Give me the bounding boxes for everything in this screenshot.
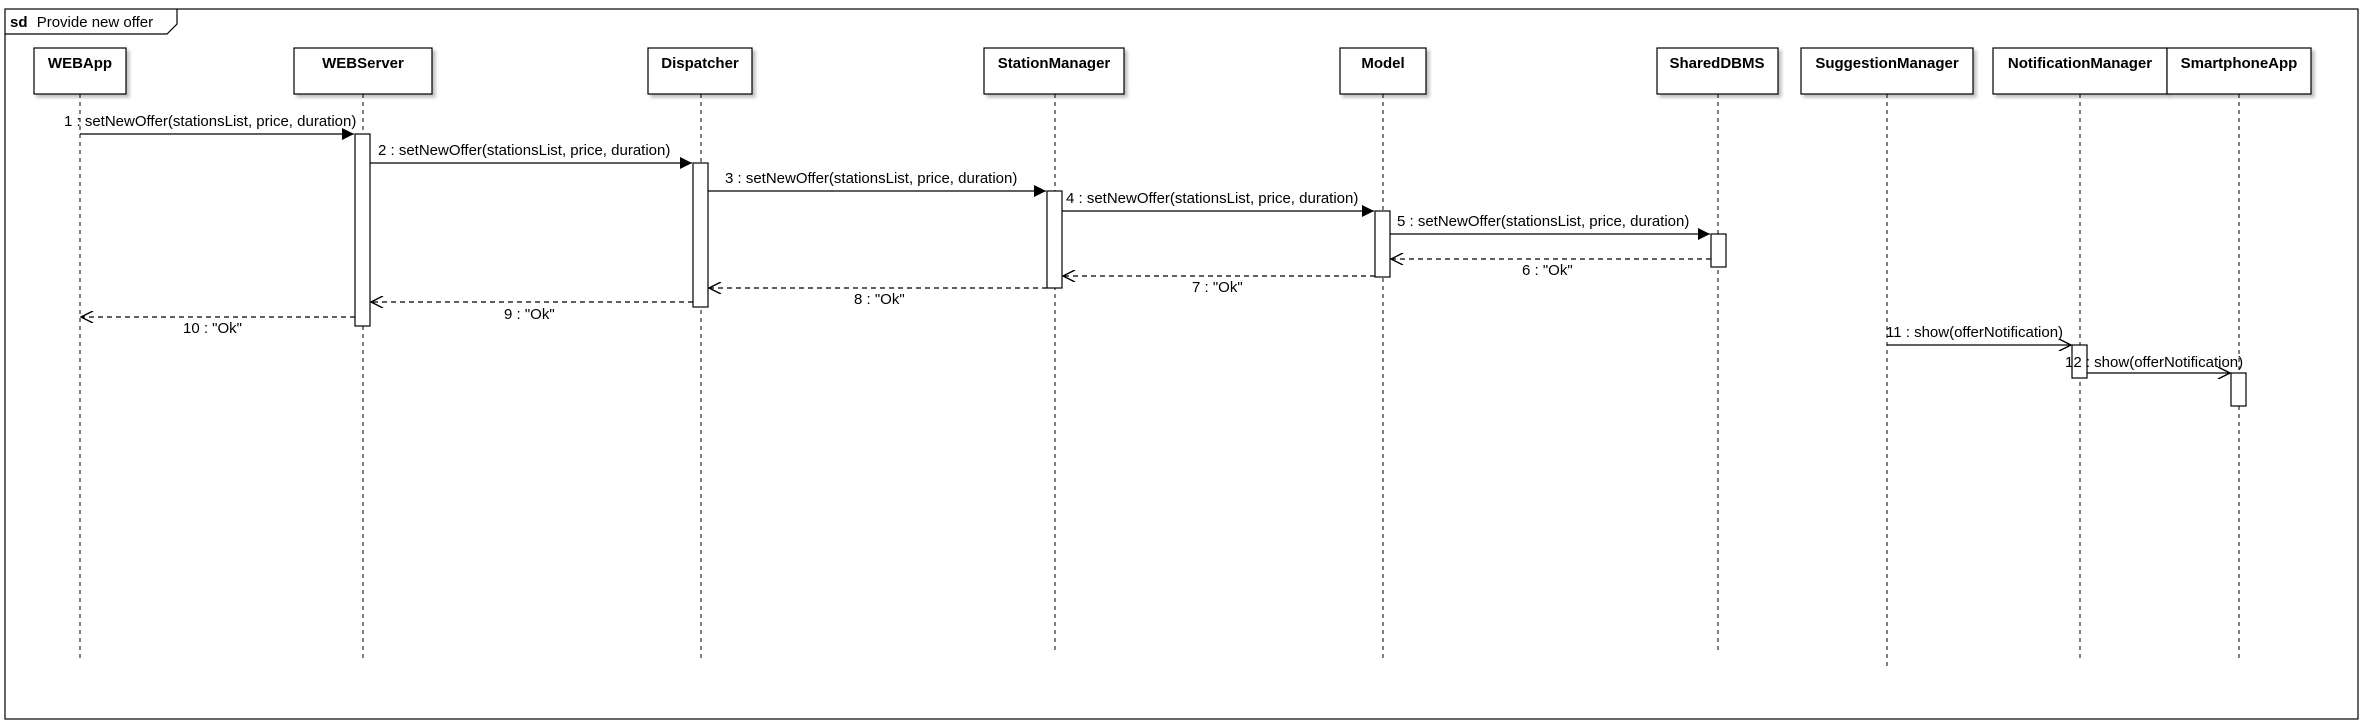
message-7-label: 7 : "Ok" — [1192, 279, 1243, 296]
message-12-label: 12 : show(offerNotification) — [2065, 354, 2243, 371]
lifeline-webserver: WEBServer — [293, 47, 433, 662]
lifeline-dispatcher-name: Dispatcher — [661, 55, 739, 72]
lifeline-shareddbms-name: SharedDBMS — [1669, 55, 1764, 72]
lifeline-suggestionmanager: SuggestionManager — [1800, 47, 1974, 668]
activation-stationmanager — [1046, 190, 1063, 289]
frame-keyword: sd — [10, 14, 28, 31]
lifeline-webapp-name: WEBApp — [48, 55, 112, 72]
lifeline-webserver-name: WEBServer — [322, 55, 404, 72]
lifeline-webserver-box — [293, 47, 433, 95]
activation-dispatcher — [692, 162, 709, 308]
message-5-label: 5 : setNewOffer(stationsList, price, dur… — [1397, 213, 1689, 230]
lifeline-webapp: WEBApp — [33, 47, 127, 662]
lifeline-stationmanager-name: StationManager — [998, 55, 1111, 72]
lifeline-shareddbms: SharedDBMS — [1656, 47, 1779, 654]
message-3-label: 3 : setNewOffer(stationsList, price, dur… — [725, 170, 1017, 187]
lifeline-dispatcher-box — [647, 47, 753, 95]
lifeline-stationmanager: StationManager — [983, 47, 1125, 654]
activation-shareddbms — [1710, 233, 1727, 268]
lifeline-notificationmanager: NotificationManager — [1992, 47, 2168, 662]
frame-name: Provide new offer — [37, 14, 153, 31]
message-8-label: 8 : "Ok" — [854, 291, 905, 308]
lifeline-smartphoneapp-box — [2166, 47, 2312, 95]
lifeline-notificationmanager-name: NotificationManager — [2008, 55, 2152, 72]
lifeline-model-name: Model — [1361, 55, 1404, 72]
lifeline-webapp-box — [33, 47, 127, 95]
lifeline-dispatcher: Dispatcher — [647, 47, 753, 662]
lifeline-model-box — [1339, 47, 1427, 95]
lifeline-notificationmanager-box — [1992, 47, 2168, 95]
message-9-label: 9 : "Ok" — [504, 306, 555, 323]
message-10-label: 10 : "Ok" — [183, 320, 242, 337]
message-4-label: 4 : setNewOffer(stationsList, price, dur… — [1066, 190, 1358, 207]
lifeline-smartphoneapp-name: SmartphoneApp — [2181, 55, 2298, 72]
message-1-label: 1 : setNewOffer(stationsList, price, dur… — [64, 113, 356, 130]
lifeline-stationmanager-box — [983, 47, 1125, 95]
lifeline-suggestionmanager-box — [1800, 47, 1974, 95]
lifeline-shareddbms-box — [1656, 47, 1779, 95]
frame-border — [4, 8, 2359, 720]
lifeline-suggestionmanager-name: SuggestionManager — [1815, 55, 1959, 72]
lifeline-model: Model — [1339, 47, 1427, 662]
frame-title-tab — [5, 9, 178, 35]
activation-model — [1374, 210, 1391, 278]
frame-title: sd Provide new offer — [10, 14, 153, 31]
lifeline-smartphoneapp: SmartphoneApp — [2166, 47, 2312, 662]
activation-webserver — [354, 133, 371, 327]
activation-notificationmanager — [2071, 344, 2088, 379]
message-11-label: 11 : show(offerNotification) — [1886, 324, 2063, 341]
activation-smartphoneapp — [2230, 372, 2247, 407]
message-6-label: 6 : "Ok" — [1522, 262, 1573, 279]
message-2-label: 2 : setNewOffer(stationsList, price, dur… — [378, 142, 670, 159]
